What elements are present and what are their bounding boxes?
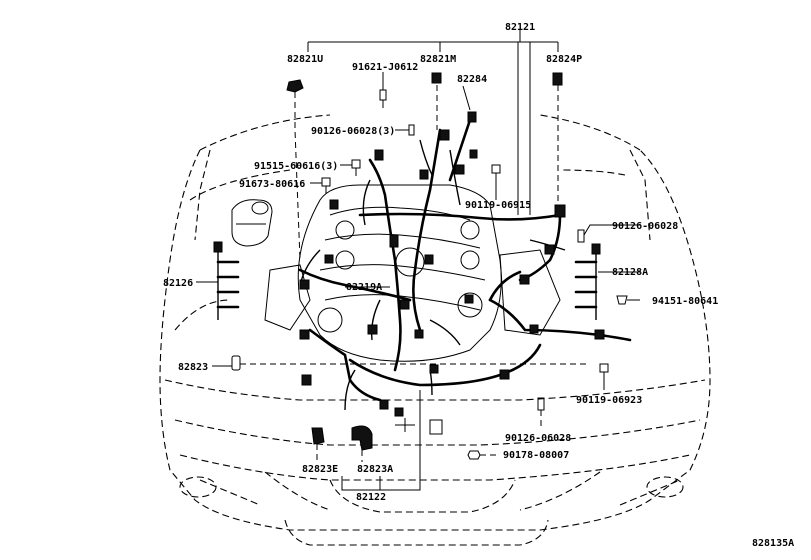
- part-90178-nut: [467, 450, 481, 460]
- label-90119-06915: 90119-06915: [465, 200, 531, 211]
- label-91621-J0612: 91621-J0612: [352, 62, 418, 73]
- part-90119b-bolt: [599, 363, 609, 380]
- part-90126c-bolt: [537, 397, 545, 411]
- part-82821U-connector: [286, 79, 304, 93]
- leader-lines: [196, 30, 640, 491]
- label-90178-08007: 90178-08007: [503, 450, 569, 461]
- ignition-coil-set-right: [574, 243, 601, 320]
- label-82823E: 82823E: [302, 464, 338, 475]
- label-82824P: 82824P: [546, 54, 582, 65]
- front-emblem: [395, 418, 443, 435]
- part-82821M-connector: [431, 72, 442, 84]
- label-82122: 82122: [356, 492, 386, 503]
- label-82821M: 82821M: [420, 54, 456, 65]
- label-90119-06923: 90119-06923: [576, 395, 642, 406]
- label-82823A: 82823A: [357, 464, 393, 475]
- engine-and-harness: [264, 111, 632, 417]
- vehicle-body-outline: [159, 114, 711, 546]
- label-90126-06028-right: 90126-06028: [612, 221, 678, 232]
- label-90126-06028-bottom: 90126-06028: [505, 433, 571, 444]
- label-82121: 82121: [505, 22, 535, 33]
- part-90126a-bolt: [408, 124, 415, 136]
- label-82126: 82126: [163, 278, 193, 289]
- part-94151-clip: [616, 295, 628, 305]
- part-90119a-bolt: [491, 164, 501, 181]
- label-90126-06028-3: 90126-06028(3): [311, 126, 395, 137]
- part-91621-bolt: [379, 89, 387, 108]
- part-82824P-connector: [552, 72, 563, 86]
- label-82823: 82823: [178, 362, 208, 373]
- ignition-coil-set-left: [213, 241, 240, 320]
- label-82284: 82284: [457, 74, 487, 85]
- coolant-reservoir: [231, 199, 273, 247]
- part-82823-clamp: [231, 355, 241, 371]
- callout-labels: 82121 82821U 91621-J0612 82821M 82824P 8…: [163, 22, 794, 549]
- label-82219A: 82219A: [346, 282, 382, 293]
- part-82823A-connector: [351, 425, 373, 451]
- label-82128A: 82128A: [612, 267, 648, 278]
- part-90126b-bolt: [577, 229, 585, 243]
- part-82823E-connector: [311, 427, 325, 445]
- label-94151-80641: 94151-80641: [652, 296, 718, 307]
- label-91673-80616: 91673-80616: [239, 179, 305, 190]
- label-91515-60616-3: 91515-60616(3): [254, 161, 338, 172]
- figure-code: 828135A: [752, 538, 794, 549]
- label-82821U: 82821U: [287, 54, 323, 65]
- part-91515-bolt: [351, 159, 361, 176]
